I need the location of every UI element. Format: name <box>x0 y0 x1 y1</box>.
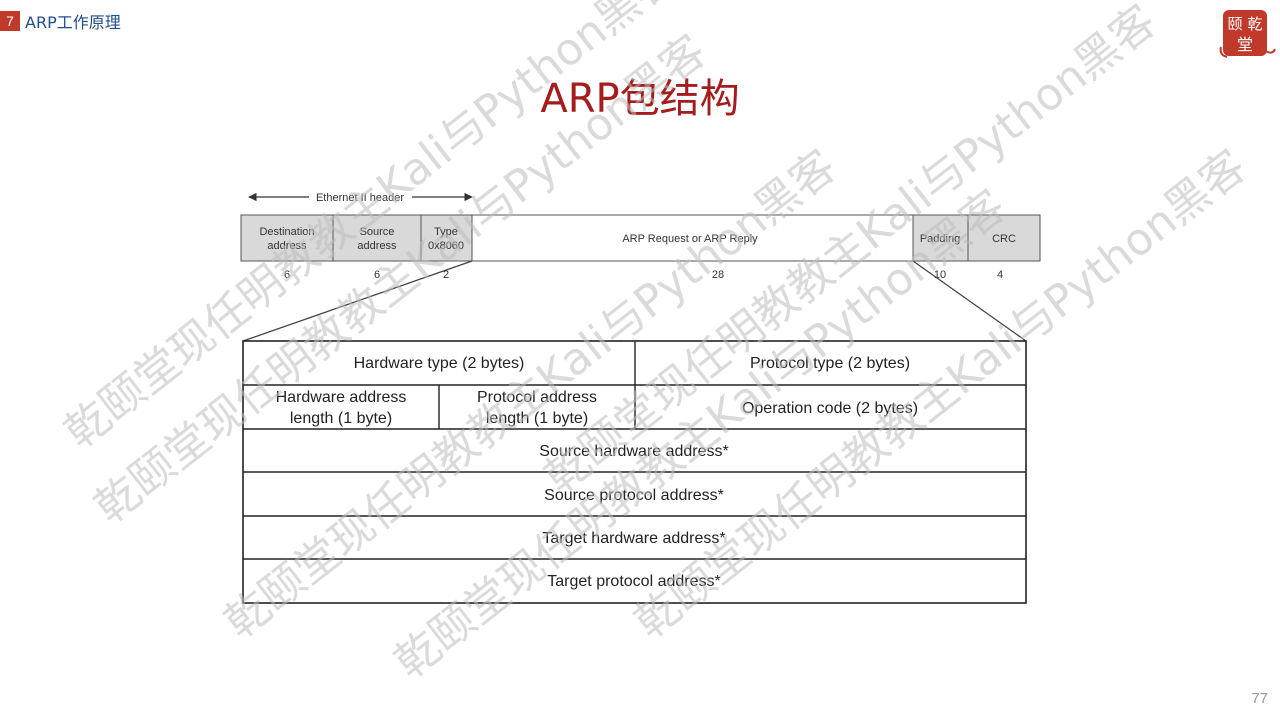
field-type-line2: 0x8060 <box>428 240 464 252</box>
ethernet-frame: Destination address Source address Type … <box>240 214 1041 281</box>
field-arp-payload-size: 28 <box>712 269 724 281</box>
field-crc-label: CRC <box>992 233 1016 245</box>
zoom-line-right <box>912 260 1027 342</box>
section-tag: 7 ARP工作原理 <box>0 10 121 32</box>
arp-proto-addr-len-line1: Protocol address <box>477 389 597 406</box>
field-type-box <box>420 214 473 262</box>
logo-char-3: 堂 <box>1237 35 1253 54</box>
arp-target-hardware-address: Target hardware address* <box>542 530 725 547</box>
field-type-size: 2 <box>443 269 449 281</box>
arp-source-hardware-address: Source hardware address* <box>539 443 728 460</box>
page-number: 77 <box>1251 690 1268 707</box>
field-source-size: 6 <box>374 269 380 281</box>
watermark-layer: 乾颐堂现任明教教主Kali与Python黑客 乾颐堂现任明教教主Kali与Pyt… <box>55 0 1255 689</box>
arp-packet-table: Hardware type (2 bytes) Protocol type (2… <box>242 340 1027 604</box>
field-crc-box <box>967 214 1041 262</box>
field-destination-line1: Destination <box>259 226 314 238</box>
ethernet-header-label: Ethernet II header <box>316 192 404 204</box>
arp-hw-addr-len-line1: Hardware address <box>276 389 407 406</box>
arp-target-protocol-address: Target protocol address* <box>547 573 720 590</box>
field-padding-box <box>912 214 969 262</box>
logo-char-1: 颐 <box>1227 15 1242 33</box>
arp-protocol-type: Protocol type (2 bytes) <box>750 355 910 372</box>
slide-title: ARP包结构 <box>540 76 740 122</box>
field-source-line2: address <box>357 240 397 252</box>
field-crc-size: 4 <box>997 269 1003 281</box>
field-source-line1: Source <box>360 226 395 238</box>
section-number: 7 <box>0 11 20 31</box>
field-destination-size: 6 <box>284 269 290 281</box>
logo-char-2: 乾 <box>1247 15 1262 33</box>
qianyitang-logo: 颐 乾 堂 <box>1219 10 1276 58</box>
arp-hardware-type: Hardware type (2 bytes) <box>354 355 525 372</box>
field-destination-line2: address <box>267 240 307 252</box>
ethernet-header-span: Ethernet II header <box>248 192 473 204</box>
section-title: ARP工作原理 <box>25 13 121 32</box>
field-arp-payload-label: ARP Request or ARP Reply <box>622 233 758 245</box>
field-type-line1: Type <box>434 226 458 238</box>
arp-operation-code: Operation code (2 bytes) <box>742 400 918 417</box>
field-destination-box <box>240 214 334 262</box>
arp-hw-addr-len-line2: length (1 byte) <box>290 410 392 427</box>
field-padding-label: Padding <box>920 233 960 245</box>
arp-source-protocol-address: Source protocol address* <box>544 487 724 504</box>
arp-proto-addr-len-line2: length (1 byte) <box>486 410 588 427</box>
zoom-line-left <box>242 260 473 342</box>
field-arp-payload-box <box>471 214 914 262</box>
field-source-box <box>332 214 422 262</box>
